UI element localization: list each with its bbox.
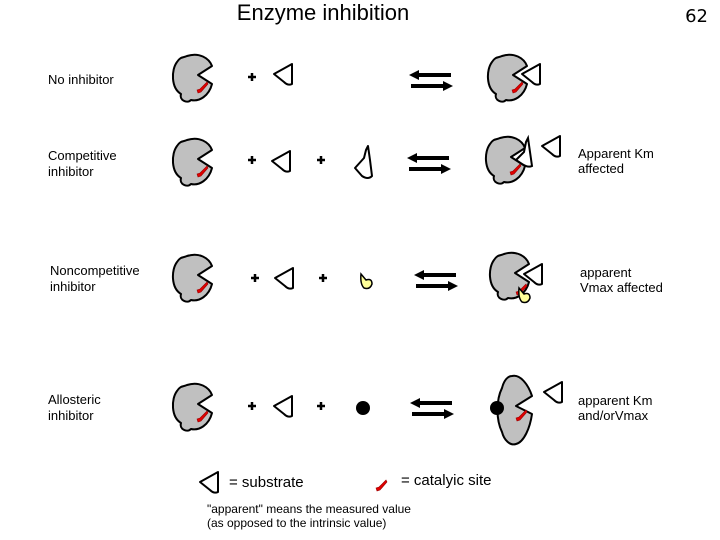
row-label-competitive: Competitive inhibitor [48,148,117,179]
plus-sign [246,71,258,83]
equilibrium-arrows [405,151,453,176]
competitive-inhibitor-shape [354,145,373,179]
plus-sign [246,154,258,166]
enzyme-shape [171,53,213,103]
substrate-shape [541,135,561,158]
enzyme-substrate-complex [486,53,541,103]
slide-number: 62 [685,6,708,27]
page-title: Enzyme inhibition [236,0,410,25]
enzyme-shape [171,382,213,432]
allosteric-inhibitor-shape [356,401,370,415]
enzyme-shape [171,253,213,303]
row-label-no-inhibitor: No inhibitor [48,72,114,87]
plus-sign [315,400,327,412]
substrate-shape [274,267,294,290]
plus-sign [249,272,261,284]
row-competitive [171,134,561,187]
noncompetitive-inhibitor-shape [360,272,373,290]
note-allosteric: apparent Km and/orVmax [578,393,653,423]
substrate-shape [273,395,293,418]
row-label-allosteric: Allosteric inhibitor [48,392,101,423]
legend-catalytic-site-icon [375,479,388,492]
row-allosteric [171,374,563,446]
enzyme-substrate-inhibitor-complex [488,251,543,304]
note-noncompetitive: apparent Vmax affected [580,265,663,295]
substrate-shape [271,150,291,173]
equilibrium-arrows [407,68,455,93]
row-noncompetitive [171,251,543,304]
equilibrium-arrows [408,396,456,421]
substrate-shape [543,381,563,404]
enzyme-inhibitor-complex [484,134,534,185]
plus-sign [246,400,258,412]
substrate-shape [273,63,293,86]
enzyme-shape [171,137,213,187]
note-competitive: Apparent Km affected [578,146,654,176]
row-label-noncompetitive: Noncompetitive inhibitor [50,263,140,294]
distorted-enzyme-shape [496,374,533,446]
row-no-inhibitor [171,53,541,103]
bound-allosteric-inhibitor [490,401,504,415]
plus-sign [315,154,327,166]
legend-substrate-label: = substrate [229,474,304,491]
equilibrium-arrows [412,268,460,293]
legend-substrate-icon [199,471,219,494]
legend-catalytic-site-label: = catalyic site [401,472,492,489]
footnote: "apparent" means the measured value (as … [207,502,411,530]
plus-sign [317,272,329,284]
